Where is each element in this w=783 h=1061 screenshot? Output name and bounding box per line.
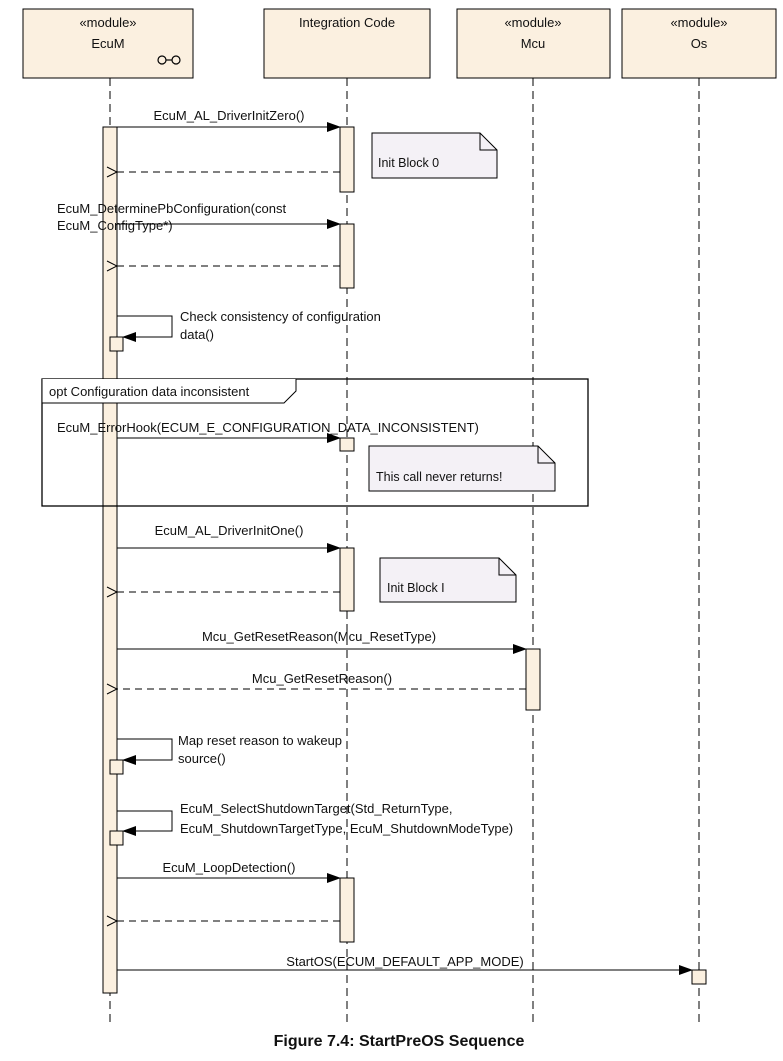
message-label-line2: source(): [178, 751, 226, 766]
message-label-line2: data(): [180, 327, 214, 342]
self-message-arrow: [117, 738, 173, 765]
participant-stereotype: «module»: [79, 15, 136, 30]
message-label: Mcu_GetResetReason(Mcu_ResetType): [202, 629, 436, 644]
self-message-arrow: [117, 315, 173, 342]
note-init-block-1: Init Block I: [379, 557, 517, 603]
note-init-block-0: Init Block 0: [371, 132, 498, 179]
activation-integration-4: [339, 547, 355, 612]
message-label: EcuM_AL_DriverInitZero(): [154, 108, 305, 123]
message-label-line2: EcuM_ShutdownTargetType, EcuM_ShutdownMo…: [180, 821, 513, 836]
participant-mcu: «module» Mcu: [456, 8, 611, 79]
participant-stereotype: «module»: [670, 15, 727, 30]
note-never-returns: This call never returns!: [368, 445, 556, 492]
subsystem-icon: [157, 55, 181, 65]
self-activation-check: [109, 336, 124, 352]
message-label-line1: Map reset reason to wakeup: [178, 733, 342, 748]
message-label: StartOS(ECUM_DEFAULT_APP_MODE): [286, 954, 523, 969]
activation-integration-2: [339, 223, 355, 289]
message-label: EcuM_LoopDetection(): [163, 860, 296, 875]
self-message-arrow: [117, 810, 173, 836]
activation-integration-1: [339, 126, 355, 193]
message-label: EcuM_ErrorHook(ECUM_E_CONFIGURATION_DATA…: [57, 420, 479, 435]
self-activation-select: [109, 830, 124, 846]
activation-ecum-main: [102, 126, 118, 994]
figure-caption: Figure 7.4: StartPreOS Sequence: [274, 1033, 525, 1050]
message-label-line1: Check consistency of configuration: [180, 309, 381, 324]
participant-name: Os: [691, 36, 708, 51]
note-text: This call never returns!: [376, 470, 502, 484]
message-label-line1: EcuM_DeterminePbConfiguration(const: [57, 201, 286, 216]
fragment-label: opt Configuration data inconsistent: [49, 384, 250, 399]
activation-integration-3: [339, 437, 355, 452]
participant-ecum: «module» EcuM: [22, 8, 194, 79]
participant-integration-code: Integration Code: [263, 8, 431, 79]
participant-os: «module» Os: [621, 8, 777, 79]
participant-stereotype: «module»: [504, 15, 561, 30]
note-text: Init Block I: [387, 581, 445, 595]
activation-mcu: [525, 648, 541, 711]
message-label-line2: EcuM_ConfigType*): [57, 218, 173, 233]
note-text: Init Block 0: [378, 156, 439, 170]
activation-os: [691, 969, 707, 985]
participant-name: Integration Code: [299, 15, 395, 30]
participant-name: Mcu: [521, 36, 546, 51]
self-activation-map: [109, 759, 124, 775]
participant-name: EcuM: [91, 36, 124, 51]
message-label-line1: EcuM_SelectShutdownTarget(Std_ReturnType…: [180, 801, 452, 816]
message-label: EcuM_AL_DriverInitOne(): [155, 523, 304, 538]
opt-fragment: opt Configuration data inconsistent: [41, 378, 589, 507]
message-label: Mcu_GetResetReason(): [252, 671, 392, 686]
activation-integration-5: [339, 877, 355, 943]
